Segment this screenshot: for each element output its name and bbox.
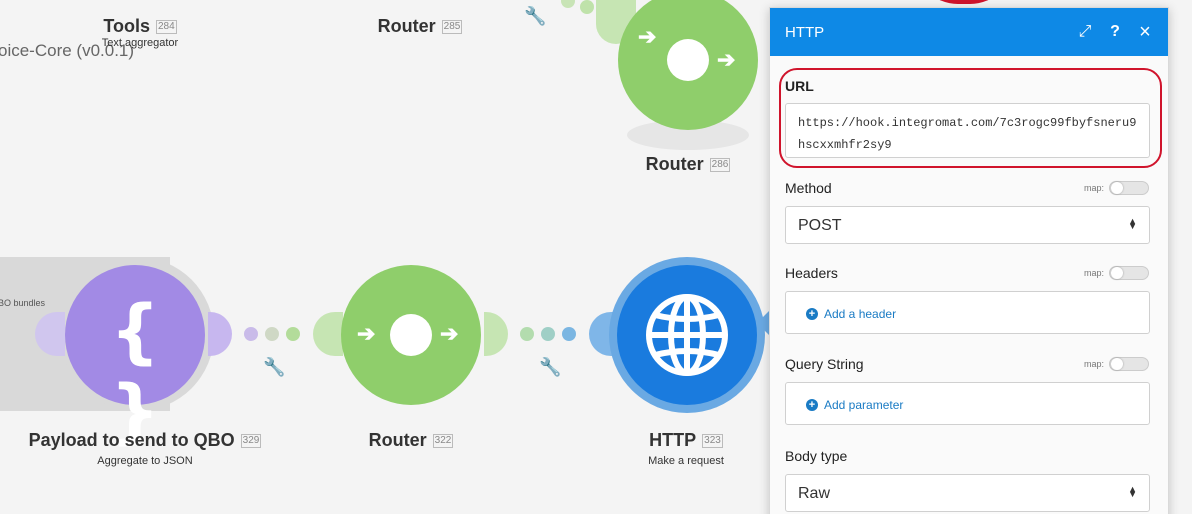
module-number: 285 xyxy=(441,20,463,34)
panel-header: HTTP ⤢ ? × xyxy=(770,8,1168,56)
method-value: POST xyxy=(798,217,842,234)
router-286-label: Router 286 xyxy=(628,154,748,175)
module-title: Router xyxy=(377,16,436,36)
headers-box: + Add a header xyxy=(785,291,1150,334)
wrench-icon[interactable]: 🔧 xyxy=(263,357,286,377)
map-label: map: xyxy=(1083,268,1104,278)
body-type-value: Raw xyxy=(798,485,831,502)
connector-half xyxy=(208,312,232,356)
add-parameter-button[interactable]: + Add parameter xyxy=(806,398,903,412)
payload-json-module[interactable]: { } xyxy=(65,265,205,451)
router-hub-icon xyxy=(667,39,709,81)
module-number: 284 xyxy=(155,20,177,34)
method-map-toggle[interactable]: map: xyxy=(1084,181,1149,195)
add-header-label: Add a header xyxy=(824,307,897,321)
module-title: Router xyxy=(368,430,427,450)
arrow-right-icon: ➔ xyxy=(440,321,459,346)
help-icon[interactable]: ? xyxy=(1110,23,1120,40)
connector-dot xyxy=(562,327,576,341)
module-number: 286 xyxy=(709,158,731,172)
headers-map-toggle[interactable]: map: xyxy=(1084,266,1149,280)
arrow-right-icon: ➔ xyxy=(717,47,736,72)
expand-icon[interactable]: ⤢ xyxy=(1078,23,1092,40)
json-braces-icon: { } xyxy=(110,290,160,452)
toggle-switch[interactable] xyxy=(1109,266,1149,280)
connector-dot xyxy=(286,327,300,341)
router-hub-icon xyxy=(390,314,432,356)
plus-icon: + xyxy=(806,308,818,320)
module-title: Tools xyxy=(103,16,150,36)
url-field[interactable]: https://hook.integromat.com/7c3rogc99fby… xyxy=(785,103,1150,158)
tools-module-label: Tools 284 Text aggregator xyxy=(85,16,195,49)
plus-icon: + xyxy=(806,399,818,411)
map-label: map: xyxy=(1083,183,1104,193)
arrow-right-icon: ➔ xyxy=(357,321,376,346)
globe-icon xyxy=(646,294,728,376)
payload-module-label: Payload to send to QBO 329 Aggregate to J… xyxy=(20,430,270,467)
module-subtitle: Text aggregator xyxy=(101,37,179,49)
toggle-switch[interactable] xyxy=(1109,357,1149,371)
router-322-module[interactable]: ➔ ➔ xyxy=(341,265,481,405)
router-286-module[interactable]: ➔ ➔ xyxy=(618,0,758,130)
connector-dot xyxy=(265,327,279,341)
module-number: 323 xyxy=(702,434,723,448)
close-icon[interactable]: × xyxy=(1139,20,1151,43)
connector-dot xyxy=(520,327,534,341)
connector-half xyxy=(484,312,508,356)
module-title: HTTP xyxy=(649,430,697,450)
scenario-title: oice-Core (v0.0.1) xyxy=(0,41,135,60)
http-323-label: HTTP 323 Make a request xyxy=(626,430,746,467)
connector-half xyxy=(35,312,65,356)
url-value: https://hook.integromat.com/7c3rogc99fby… xyxy=(798,116,1137,152)
scenario-canvas[interactable]: oice-Core (v0.0.1) Tools 284 Text aggrega… xyxy=(0,0,1014,514)
query-box: + Add parameter xyxy=(785,382,1150,425)
module-subtitle: Aggregate to JSON xyxy=(97,455,193,467)
panel-pointer xyxy=(757,311,769,335)
http-settings-panel: HTTP ⤢ ? × URL https://hook.integromat.c… xyxy=(769,7,1169,514)
toggle-switch[interactable] xyxy=(1109,181,1149,195)
module-title: Payload to send to QBO xyxy=(28,430,235,450)
connector-half xyxy=(313,312,343,356)
select-caret-icon: ▲▼ xyxy=(1128,484,1137,499)
wrench-icon[interactable]: 🔧 xyxy=(539,357,562,377)
map-label: map: xyxy=(1083,359,1104,369)
module-number: 329 xyxy=(240,434,262,448)
connector-dot xyxy=(561,0,575,8)
connector-dot xyxy=(541,327,555,341)
method-select[interactable]: POST ▲▼ xyxy=(785,206,1150,244)
add-parameter-label: Add parameter xyxy=(824,398,904,412)
red-module-edge xyxy=(914,0,1014,4)
url-highlight-oval xyxy=(779,68,1162,168)
module-subtitle: Make a request xyxy=(648,455,724,467)
http-323-module[interactable] xyxy=(617,265,757,405)
arrow-right-icon: ➔ xyxy=(638,24,657,49)
router-285-label: Router 285 xyxy=(360,16,480,37)
module-title: Router xyxy=(645,154,704,174)
connector-dot xyxy=(580,0,594,14)
headers-label: Headers xyxy=(785,265,838,281)
wrench-icon[interactable]: 🔧 xyxy=(524,6,547,26)
body-type-select[interactable]: Raw ▲▼ xyxy=(785,474,1150,512)
bundles-text: BO bundles xyxy=(0,298,46,308)
add-header-button[interactable]: + Add a header xyxy=(806,307,896,321)
body-type-label: Body type xyxy=(785,448,848,464)
router-322-label: Router 322 xyxy=(351,430,471,451)
panel-title: HTTP xyxy=(785,23,825,41)
select-caret-icon: ▲▼ xyxy=(1128,216,1137,231)
query-string-label: Query String xyxy=(785,356,864,372)
query-map-toggle[interactable]: map: xyxy=(1084,357,1149,371)
method-label: Method xyxy=(785,180,832,196)
connector-dot xyxy=(244,327,258,341)
module-number: 322 xyxy=(432,434,454,448)
